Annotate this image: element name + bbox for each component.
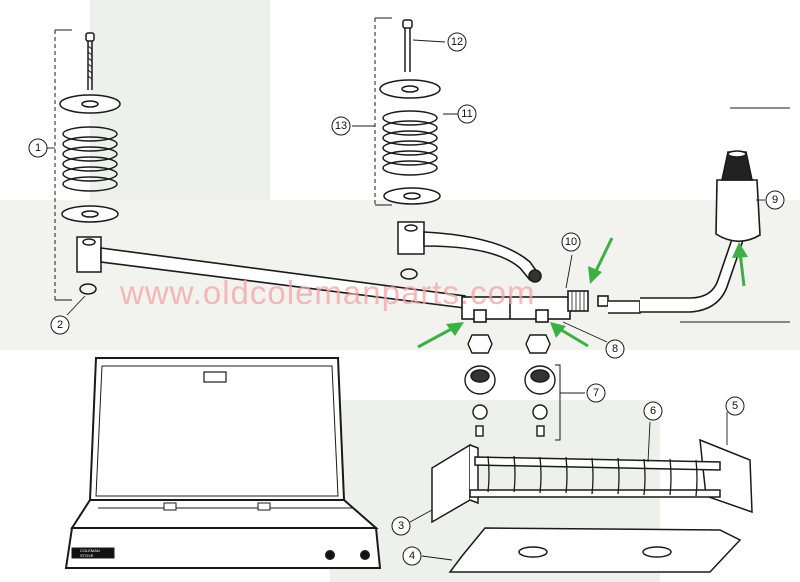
callout-number: 7 xyxy=(593,387,599,399)
callout-markers: 1 2 3 4 5 6 7 8 9 10 11 12 13 xyxy=(28,32,785,566)
callout-1: 1 xyxy=(28,138,48,158)
callout-number: 13 xyxy=(335,120,347,132)
callout-number: 8 xyxy=(612,343,618,355)
callout-number: 12 xyxy=(451,36,463,48)
callout-number: 2 xyxy=(57,319,63,331)
callout-9: 9 xyxy=(765,190,785,210)
callout-2: 2 xyxy=(50,315,70,335)
callout-5: 5 xyxy=(725,396,745,416)
left-spring-assembly xyxy=(54,29,121,301)
callout-number: 9 xyxy=(772,194,778,206)
burner-manifold xyxy=(100,231,641,323)
watermark-text: www.oldcolemanparts.com xyxy=(119,274,536,311)
annotation-arrows xyxy=(417,237,748,349)
callout-number: 10 xyxy=(565,236,577,248)
callout-11: 11 xyxy=(457,104,477,124)
callout-number: 6 xyxy=(650,405,656,417)
callout-8: 8 xyxy=(605,339,625,359)
callout-number: 5 xyxy=(732,400,738,412)
green-arrow-icon xyxy=(588,237,614,284)
grate-and-baffles xyxy=(431,438,753,524)
stove-badge-line2: STOVE xyxy=(80,553,94,558)
callout-7: 7 xyxy=(586,383,606,403)
callout-number: 3 xyxy=(398,520,404,532)
right-spring-assembly xyxy=(374,17,441,280)
callout-4: 4 xyxy=(402,546,422,566)
callout-10: 10 xyxy=(561,232,581,252)
leader-lines xyxy=(47,39,765,561)
drip-tray xyxy=(448,527,742,573)
callout-number: 11 xyxy=(461,108,472,120)
stove-badge-line1: COLEMAN xyxy=(80,548,100,553)
callout-number: 1 xyxy=(35,142,41,154)
callout-13: 13 xyxy=(331,116,351,136)
stove-case xyxy=(64,357,382,569)
callout-12: 12 xyxy=(447,32,467,52)
callout-3: 3 xyxy=(391,516,411,536)
generator-tube xyxy=(640,107,790,323)
callout-number: 4 xyxy=(409,550,415,562)
callout-6: 6 xyxy=(643,401,663,421)
burner-jets xyxy=(464,334,561,441)
green-arrow-icon xyxy=(417,322,464,349)
green-arrow-icon xyxy=(732,242,748,287)
green-arrow-icon xyxy=(550,322,589,348)
